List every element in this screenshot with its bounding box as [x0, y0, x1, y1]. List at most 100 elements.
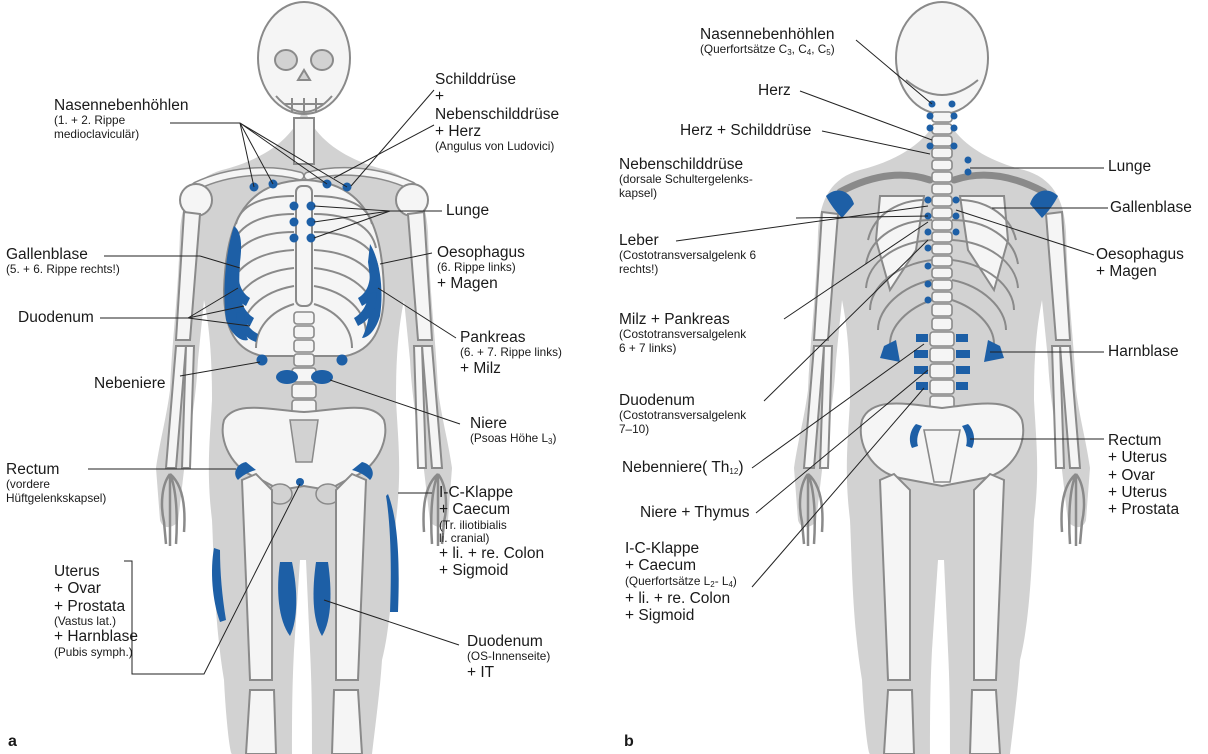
label-sub: (Pubis symph.) [54, 646, 138, 659]
label-back-harnblase: Harnblase [1108, 343, 1179, 360]
label-front-icklappe: I-C-Klappe + Caecum (Tr. iliotibialis li… [439, 484, 544, 580]
point-lumbar-3 [914, 350, 928, 358]
label-sub: 6 + 7 links) [619, 342, 746, 355]
label-sub: (vordere [6, 478, 106, 491]
label-sub: (5. + 6. Rippe rechts!) [6, 263, 120, 276]
point-nebeniere-l [257, 355, 268, 366]
label-text: + Harnblase [54, 628, 138, 645]
point-niere-l [276, 370, 298, 384]
point-lumbar-2 [956, 334, 968, 342]
label-text: Leber [619, 232, 756, 249]
point-th-8 [925, 263, 932, 270]
label-text: Nebenschilddrüse [619, 156, 753, 173]
label-text: + Sigmoid [625, 607, 737, 624]
label-sub: 7–10) [619, 423, 746, 436]
label-text: + li. + re. Colon [439, 545, 544, 562]
label-text: + Magen [1096, 263, 1184, 280]
label-front-duod2: Duodenum (OS-Innenseite) + IT [467, 633, 550, 681]
label-sub: (Vastus lat.) [54, 615, 138, 628]
label-text: Milz + Pankreas [619, 311, 746, 328]
label-text: + li. + re. Colon [625, 590, 737, 607]
label-text: I-C-Klappe [625, 540, 737, 557]
label-text: Nebenschilddrüse [435, 106, 559, 123]
label-back-leber: Leber (Costotransversalgelenk 6 rechts!) [619, 232, 756, 276]
label-text: Rectum [6, 461, 106, 478]
label-text: Nasennebenhöhlen [54, 97, 188, 114]
label-front-gallen: Gallenblase (5. + 6. Rippe rechts!) [6, 246, 120, 277]
label-text: Nasennebenhöhlen [700, 26, 835, 43]
label-back-lunge: Lunge [1108, 158, 1151, 175]
point-lumbar-6 [956, 366, 970, 374]
point-th-10 [925, 297, 932, 304]
label-back-oeso: Oesophagus + Magen [1096, 246, 1184, 281]
label-front-nebeniere: Nebeniere [94, 375, 166, 392]
label-sub: rechts!) [619, 263, 756, 276]
point-c-r2 [951, 113, 958, 120]
point-c-l2 [927, 113, 934, 120]
label-front-oeso: Oesophagus (6. Rippe links) + Magen [437, 244, 525, 292]
point-herz-r [951, 143, 958, 150]
point-c-r1 [949, 101, 956, 108]
label-sub: (Querfortsätze L2- L4) [625, 575, 737, 590]
label-text: Oesophagus [1096, 246, 1184, 263]
label-text: + Caecum [625, 557, 737, 574]
label-text: I-C-Klappe [439, 484, 544, 501]
label-back-milz: Milz + Pankreas (Costotransversalgelenk … [619, 311, 746, 355]
point-th-2 [953, 197, 960, 204]
front-figure [156, 2, 452, 754]
label-back-niere: Niere + Thymus [640, 504, 750, 521]
label-back-icklappe: I-C-Klappe + Caecum (Querfortsätze L2- L… [625, 540, 737, 624]
point-lunge-back-2 [965, 169, 972, 176]
label-text: Duodenum [467, 633, 550, 650]
point-lumbar-8 [956, 382, 968, 390]
label-sub: li. cranial) [439, 532, 544, 545]
label-sub: (dorsale Schultergelenks- [619, 173, 753, 186]
point-lumbar-4 [956, 350, 970, 358]
point-c-r3 [951, 125, 958, 132]
label-front-nasen: Nasennebenhöhlen (1. + 2. Rippe mediocla… [54, 97, 188, 141]
point-herz-l [927, 143, 934, 150]
point-lunge-back-1 [965, 157, 972, 164]
label-back-nasen: Nasennebenhöhlen (Querfortsätze C3, C4, … [700, 26, 835, 58]
label-text: + Sigmoid [439, 562, 544, 579]
label-text: Rectum [1108, 432, 1179, 449]
label-front-uterus: Uterus + Ovar + Prostata (Vastus lat.) +… [54, 563, 138, 659]
label-text: + [435, 88, 559, 105]
point-th-1 [925, 197, 932, 204]
label-back-herzschild: Herz + Schilddrüse [680, 122, 811, 139]
point-lumbar-5 [914, 366, 928, 374]
label-back-nebenniere: Nebenniere( Th12) [622, 459, 744, 477]
label-text: Uterus [54, 563, 138, 580]
label-sub: (Psoas Höhe L3) [470, 432, 556, 447]
label-text: + Uterus [1108, 484, 1179, 501]
label-back-herz: Herz [758, 82, 791, 99]
label-sub: (Tr. iliotibialis [439, 519, 544, 532]
label-sub: (1. + 2. Rippe [54, 114, 188, 127]
label-back-duod: Duodenum (Costotransversalgelenk 7–10) [619, 392, 746, 436]
point-th-9 [925, 281, 932, 288]
point-th-6 [953, 229, 960, 236]
label-sub: kapsel) [619, 187, 753, 200]
label-front-duod: Duodenum [18, 309, 94, 326]
panel-label-a: a [8, 733, 17, 751]
label-back-nebenschild: Nebenschilddrüse (dorsale Schultergelenk… [619, 156, 753, 200]
point-lunge-1 [290, 202, 299, 211]
label-text: Gallenblase [6, 246, 120, 263]
label-text: + Magen [437, 275, 525, 292]
point-th-5 [925, 229, 932, 236]
back-figure [794, 2, 1090, 754]
label-front-schild: Schilddrüse + Nebenschilddrüse + Herz (A… [435, 71, 559, 154]
label-text: Niere [470, 415, 556, 432]
label-sub: (6. + 7. Rippe links) [460, 346, 562, 359]
label-back-gallen: Gallenblase [1110, 199, 1192, 216]
point-lunge-3 [290, 218, 299, 227]
label-text: + Herz [435, 123, 559, 140]
label-text: + Prostata [54, 598, 138, 615]
label-sub: (6. Rippe links) [437, 261, 525, 274]
point-c-l3 [927, 125, 934, 132]
label-front-pank: Pankreas (6. + 7. Rippe links) + Milz [460, 329, 562, 377]
label-front-niere: Niere (Psoas Höhe L3) [470, 415, 556, 447]
label-text: Oesophagus [437, 244, 525, 261]
label-sub: (Querfortsätze C3, C4, C5) [700, 43, 835, 58]
point-th-4 [953, 213, 960, 220]
